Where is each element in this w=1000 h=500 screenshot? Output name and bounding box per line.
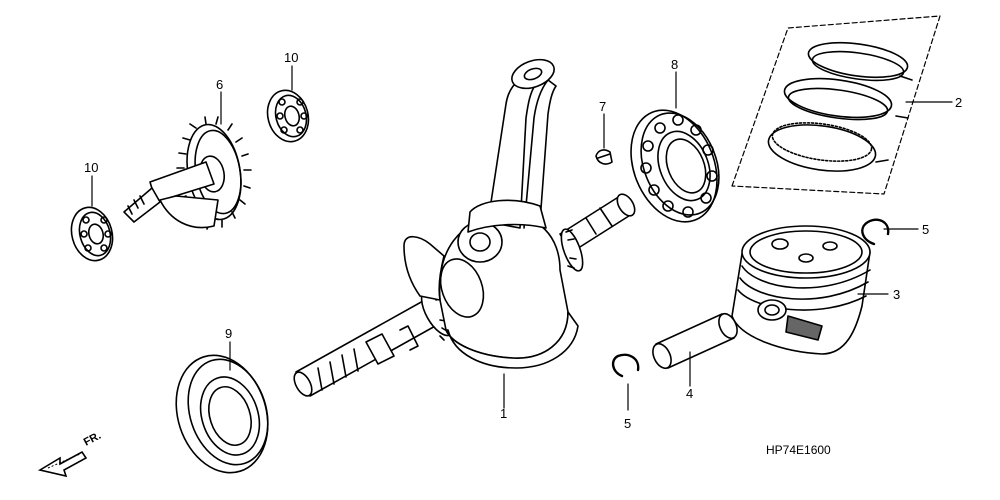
balancer-shaft-part xyxy=(123,116,252,230)
callout-6: 6 xyxy=(216,77,223,92)
piston-pin-clip-left-part xyxy=(611,353,640,378)
callout-labels: 1 2 3 4 5 5 6 7 8 9 10 10 xyxy=(84,50,962,431)
crankshaft-part xyxy=(293,58,636,397)
small-bearing-bottom-part xyxy=(70,206,114,262)
arrow-icon xyxy=(37,450,88,478)
callout-8: 8 xyxy=(671,57,678,72)
callout-9: 9 xyxy=(225,326,232,341)
piston-ring-set-part xyxy=(731,15,941,195)
woodruff-key-part xyxy=(595,149,613,165)
callout-4: 4 xyxy=(686,386,693,401)
front-marker-label: FR. xyxy=(82,430,103,449)
callout-10-bottom: 10 xyxy=(84,160,98,175)
callout-3: 3 xyxy=(893,287,900,302)
callout-5-right: 5 xyxy=(922,222,929,237)
callout-10-top: 10 xyxy=(284,50,298,65)
front-direction-arrow: FR. xyxy=(37,430,103,478)
small-bearing-top-part xyxy=(266,89,310,143)
diagram-code-label: HP74E1600 xyxy=(766,443,831,457)
piston-pin-part xyxy=(652,312,738,370)
large-bearing-right-part xyxy=(630,109,720,223)
callout-7: 7 xyxy=(599,99,606,114)
piston-part xyxy=(731,225,871,355)
callout-1: 1 xyxy=(500,406,507,421)
leader-lines xyxy=(91,65,953,411)
callout-2: 2 xyxy=(955,95,962,110)
piston-pin-clip-right-part xyxy=(861,218,890,246)
callout-5-left: 5 xyxy=(624,416,631,431)
large-bearing-left-part xyxy=(175,354,269,474)
